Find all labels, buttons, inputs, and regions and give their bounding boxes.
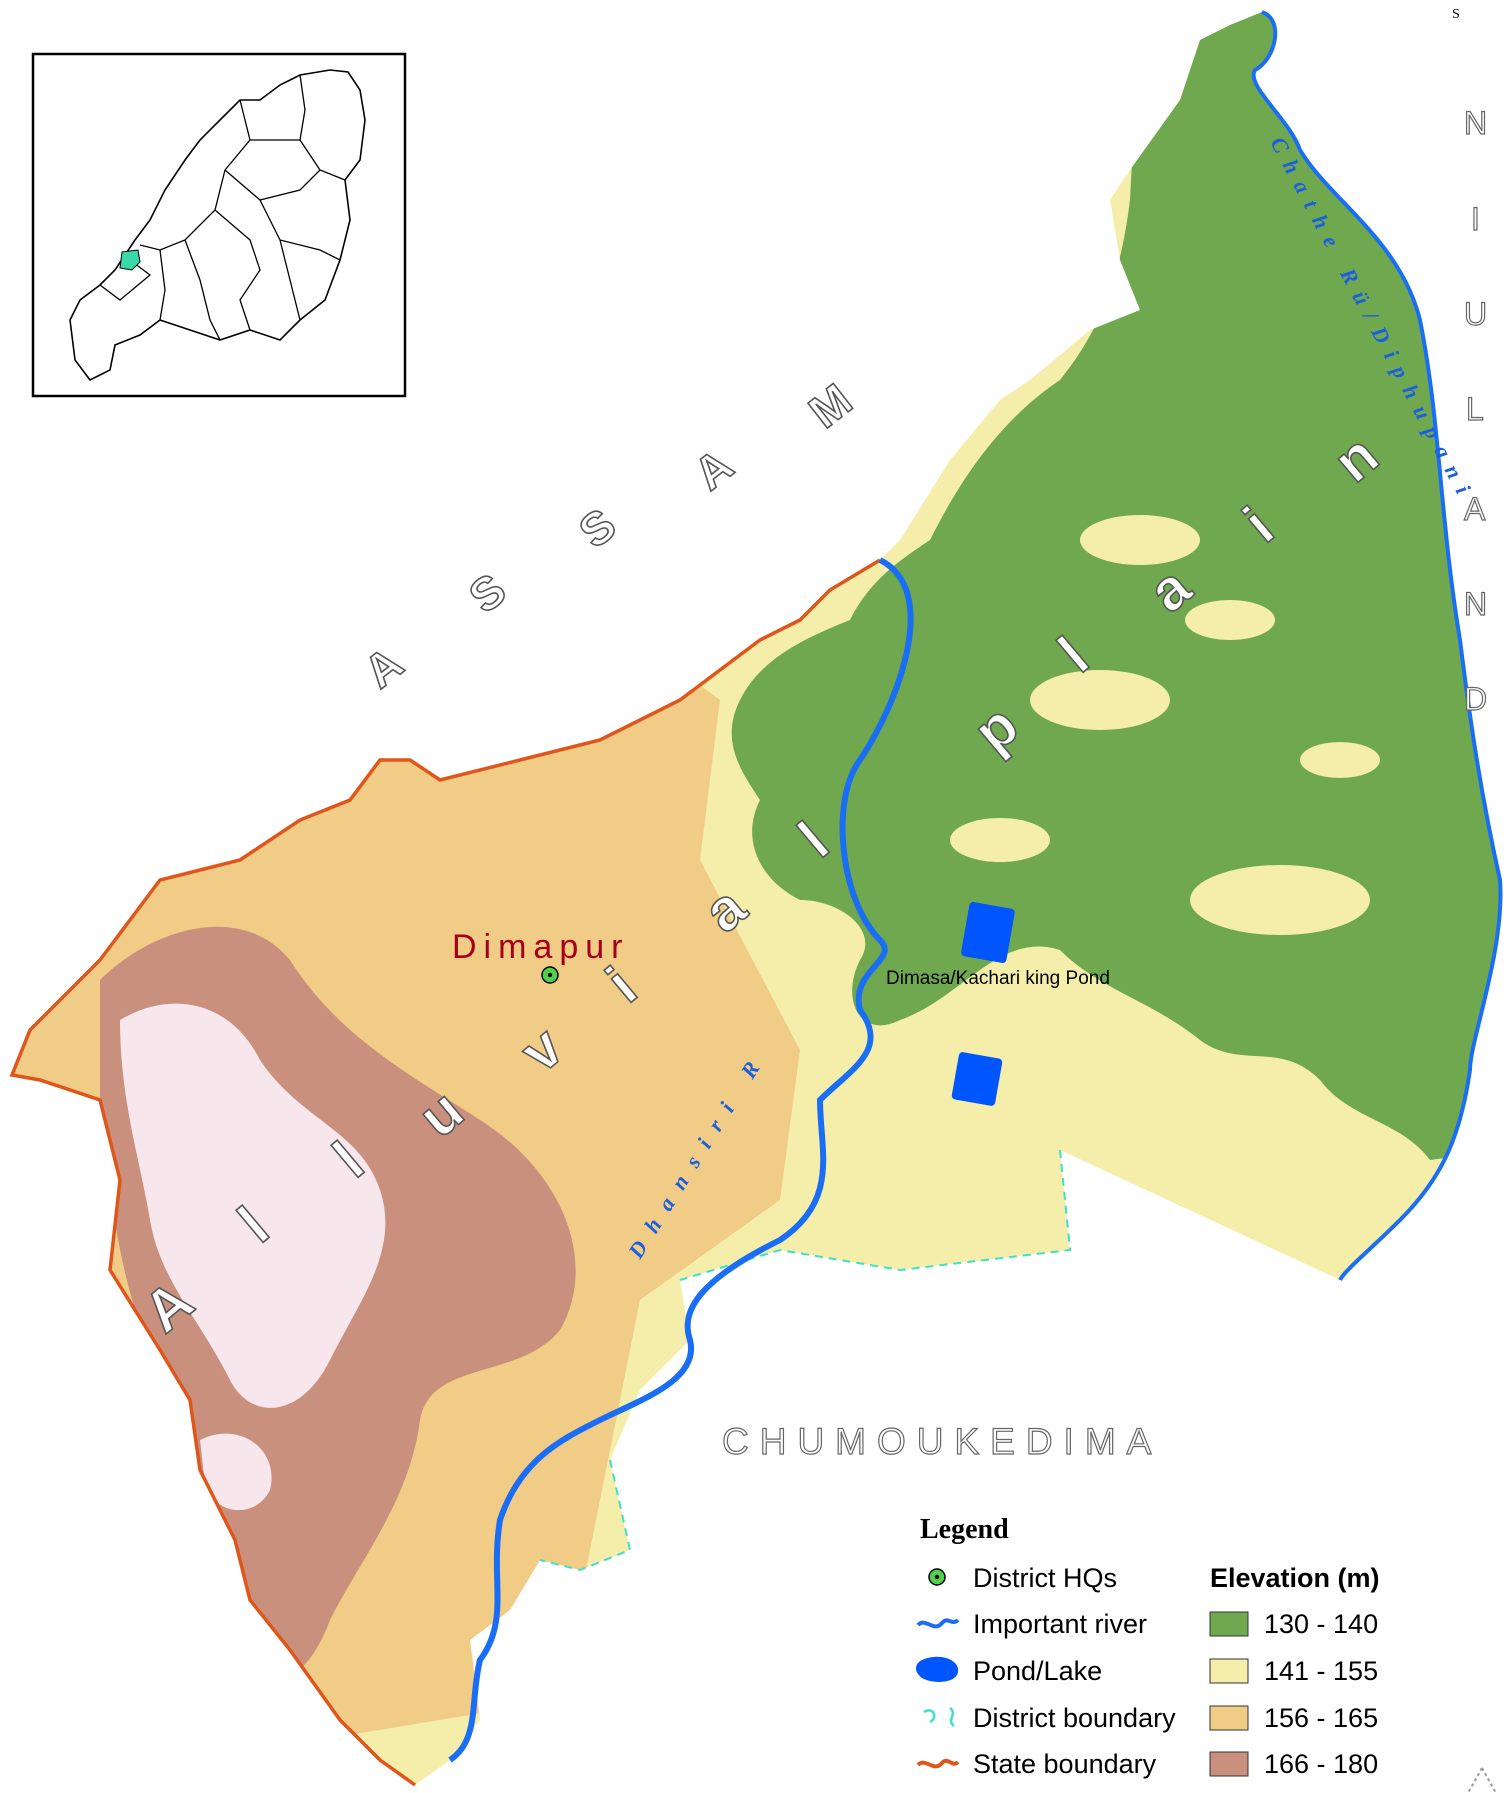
legend-title: Legend	[920, 1514, 1009, 1545]
nagaland-label: N I U L A N D	[1463, 104, 1487, 717]
elevation-swatch-1	[1209, 1611, 1249, 1637]
legend-state-boundary: State boundary	[916, 1749, 1157, 1779]
dimapur-highlight-inset	[119, 249, 141, 271]
nagaland-letter-6: N	[1464, 586, 1487, 622]
inset-map	[31, 52, 407, 398]
legend-elevation-class-2: 141 - 155	[1209, 1656, 1378, 1686]
assam-letter-4: A	[684, 438, 742, 499]
legend-elevation-class-1: 130 - 140	[1209, 1609, 1378, 1639]
nagaland-letter-5: A	[1464, 491, 1486, 527]
nagaland-letter-4: L	[1466, 391, 1484, 427]
nagaland-letter-2: I	[1471, 201, 1480, 237]
elevation-label-4: 166 - 180	[1264, 1749, 1378, 1779]
dimapur-label: Dimapur	[452, 928, 629, 966]
district-boundary	[539, 1149, 1072, 1572]
pond-name-label: Dimasa/Kachari king Pond	[886, 968, 1110, 989]
north-arrow-icon	[1467, 1767, 1497, 1793]
elevation-label-2: 141 - 155	[1264, 1656, 1378, 1686]
river-chathe	[1251, 10, 1503, 1282]
legend-district-hq: District HQs	[928, 1563, 1117, 1593]
legend-river: Important river	[916, 1609, 1147, 1639]
legend-district-boundary: District boundary	[923, 1703, 1176, 1733]
legend-pond: Pond/Lake	[916, 1656, 1102, 1686]
chumoukedima-label: CHUMOUKEDIMA	[722, 1421, 1162, 1462]
legend-elevation-class-4: 166 - 180	[1209, 1749, 1378, 1779]
legend-district-boundary-label: District boundary	[973, 1703, 1176, 1733]
elevation-label-1: 130 - 140	[1264, 1609, 1378, 1639]
nagaland-letter-7: D	[1464, 681, 1487, 717]
nagaland-letter-1: N	[1464, 105, 1487, 141]
assam-letter-5: M	[799, 373, 861, 438]
pond-icon	[916, 1656, 959, 1682]
pond-south	[951, 1052, 1003, 1106]
legend-state-boundary-label: State boundary	[973, 1749, 1157, 1779]
river-dhansiri	[448, 557, 914, 1763]
legend-elevation-title: Elevation (m)	[1210, 1563, 1380, 1593]
assam-letter-1: A	[354, 636, 412, 697]
pond-north	[961, 902, 1015, 963]
state-boundary-icon	[916, 1758, 960, 1769]
lighter-patches-in-green	[950, 515, 1380, 935]
river-icon	[916, 1618, 960, 1629]
assam-letter-2: S	[459, 563, 515, 623]
nagaland-outline-inset	[69, 69, 366, 382]
legend-river-label: Important river	[973, 1609, 1147, 1639]
elevation-swatch-3	[1209, 1705, 1249, 1731]
elevation-above-180-zone	[120, 1003, 386, 1511]
corner-mark: S	[1452, 7, 1460, 22]
elevation-swatch-2	[1209, 1658, 1249, 1684]
nagaland-letter-3: U	[1464, 296, 1487, 332]
state-boundary	[9, 558, 881, 1787]
legend-elevation-class-3: 156 - 165	[1209, 1703, 1378, 1733]
elevation-swatch-4	[1209, 1751, 1249, 1777]
legend: Legend District HQs Important river Pond…	[916, 1514, 1380, 1779]
legend-district-hq-label: District HQs	[973, 1563, 1117, 1593]
assam-letter-3: S	[569, 498, 625, 558]
legend-pond-label: Pond/Lake	[973, 1656, 1102, 1686]
elevation-label-3: 156 - 165	[1264, 1703, 1378, 1733]
district-boundary-icon	[923, 1707, 955, 1727]
